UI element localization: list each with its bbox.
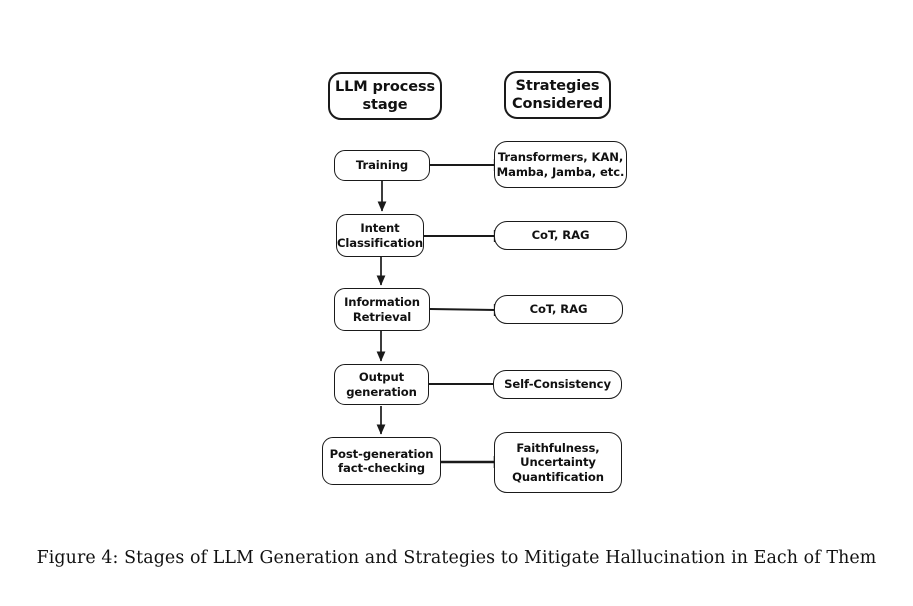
- header-left-line1: LLM process: [334, 78, 436, 95]
- strategy-box-intent-classification: CoT, RAG: [494, 221, 627, 250]
- stage-box-information-retrieval: Information Retrieval: [334, 288, 430, 331]
- header-llm-process-stage: LLM process stage: [328, 72, 442, 120]
- stage-training-line1: Training: [355, 158, 409, 173]
- header-strategies-considered: Strategies Considered: [504, 71, 611, 119]
- stage-box-post-generation-fact-checking: Post-generation fact-checking: [322, 437, 441, 485]
- stage-box-training: Training: [334, 150, 430, 181]
- strategy-box-training: Transformers, KAN, Mamba, Jamba, etc.: [494, 141, 627, 188]
- stage-box-output-generation: Output generation: [334, 364, 429, 405]
- strategy-postgen-line3: Quantification: [512, 469, 604, 484]
- stage-postgen-line1: Post-generation: [329, 446, 434, 461]
- strategy-training-line1: Transformers, KAN,: [497, 150, 624, 165]
- stage-retrieval-line2: Retrieval: [352, 309, 412, 324]
- stage-retrieval-line1: Information: [344, 295, 420, 310]
- header-right-line1: Strategies: [515, 77, 600, 94]
- figure-caption: Figure 4: Stages of LLM Generation and S…: [36, 548, 877, 568]
- strategy-box-output-generation: Self-Consistency: [493, 370, 622, 399]
- strategy-box-information-retrieval: CoT, RAG: [494, 295, 623, 324]
- strategy-postgen-line1: Faithfulness,: [516, 440, 600, 455]
- header-left-line2: stage: [362, 97, 408, 113]
- strategy-training-line2: Mamba, Jamba, etc.: [496, 164, 625, 179]
- stage-output-line1: Output: [358, 370, 405, 385]
- link-retrieval-strategy: [429, 308, 497, 311]
- stage-output-line2: generation: [346, 384, 417, 399]
- strategy-retrieval-line1: CoT, RAG: [529, 302, 588, 317]
- stage-intent-line2: Classification: [336, 235, 424, 250]
- strategy-box-post-generation-fact-checking: Faithfulness, Uncertainty Quantification: [494, 432, 622, 493]
- strategy-postgen-line2: Uncertainty: [520, 455, 596, 470]
- stage-intent-line1: Intent: [360, 221, 400, 236]
- header-right-line2: Considered: [511, 96, 604, 112]
- strategy-intent-line1: CoT, RAG: [531, 228, 590, 243]
- strategy-output-line1: Self-Consistency: [504, 377, 611, 392]
- stage-box-intent-classification: Intent Classification: [336, 214, 424, 257]
- stage-postgen-line2: fact-checking: [338, 461, 425, 475]
